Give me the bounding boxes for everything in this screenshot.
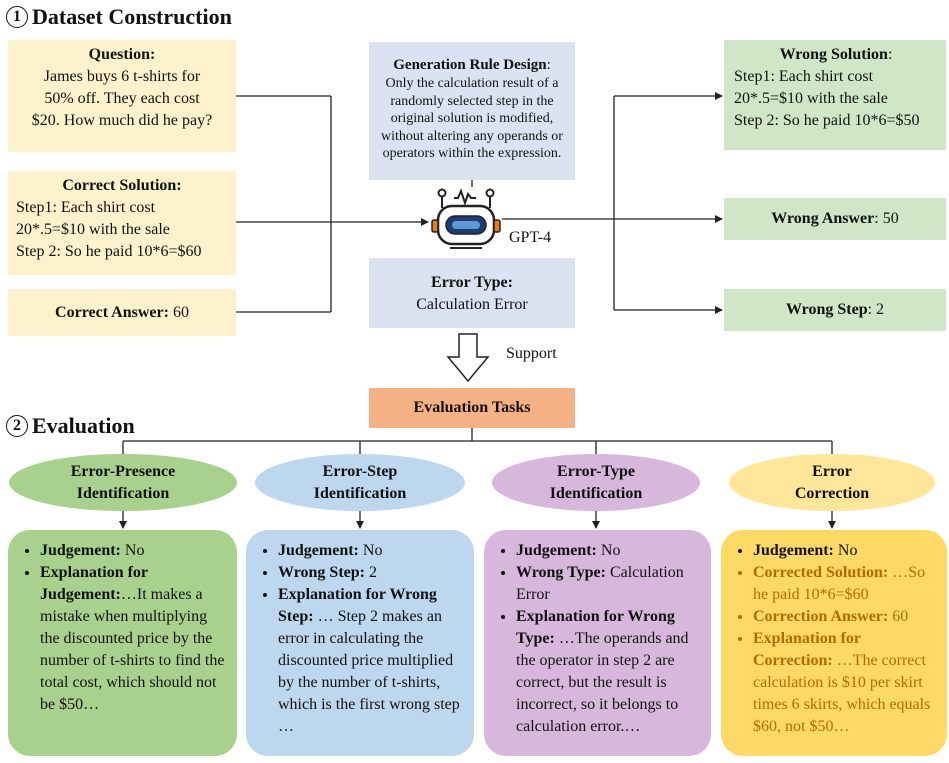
section-title-text: Evaluation [32,413,135,438]
question-line: James buys 6 t-shirts for [43,68,201,85]
task-title-line: Identification [313,484,407,502]
question-line: $20. How much did he pay? [31,112,213,129]
generation-rule-line: operators within the expression. [382,146,562,161]
card-item: Correction Answer: 60 [753,606,935,628]
wrong-answer-box: Wrong Answer: 50 [724,198,946,240]
section-number: 1 [6,6,28,28]
card-item: Explanation for Correction: …The correct… [753,628,935,738]
correct-answer-value: 60 [168,303,189,321]
correct-answer-label: Correct Answer: [55,303,169,321]
wrong-solution-line: Step1: Each shirt cost [734,68,874,85]
correct-solution-box: Correct Solution: Step1: Each shirt cost… [8,171,236,275]
generation-rule-line: without altering any operands or [381,128,563,144]
wrong-step-label: Wrong Step [785,301,868,318]
generation-rule-line: Only the calculation result of a [385,76,559,91]
section-title-construction: 1 Dataset Construction [6,4,232,30]
section-title-evaluation: 2 Evaluation [6,413,135,439]
correct-solution-line: Step 2: So he paid 10*6=$60 [16,243,202,260]
card-item: Explanation for Wrong Type: …The operand… [516,606,699,738]
wrong-step-value: : 2 [867,301,885,318]
generation-rule-colon: : [546,57,551,73]
generation-rule-label: Generation Rule Design [393,57,547,73]
question-box: Question: James buys 6 t-shirts for 50% … [8,40,236,152]
card-item: Explanation for Judgement:…It makes a mi… [40,562,225,716]
evaluation-tasks-label: Evaluation Tasks [413,399,531,416]
generation-rule-line: original solution is modified, [390,111,554,126]
card-item: Judgement: No [516,540,699,562]
question-label: Question: [88,46,156,63]
support-label: Support [506,345,557,362]
task-title-line: Identification [76,484,170,502]
task-title-line: Identification [549,484,643,502]
task-oval-error-correction: Error Correction [729,454,935,511]
wrong-solution-line: Step 2: So he paid 10*6=$50 [734,112,920,129]
card-item: Explanation for Wrong Step: … Step 2 mak… [278,584,462,738]
result-card-error-correction: Judgement: No Corrected Solution: …So he… [721,530,947,756]
correct-solution-line: 20*.5=$10 with the sale [16,221,170,238]
error-type-value: Calculation Error [416,296,528,313]
card-item: Wrong Type: Calculation Error [516,562,699,606]
card-item: Judgement: No [278,540,462,562]
wrong-solution-box: Wrong Solution: Step1: Each shirt cost 2… [724,40,946,150]
correct-answer-box: Correct Answer: 60 [8,289,236,336]
wrong-solution-label: Wrong Solution [779,46,888,63]
gpt-label: GPT-4 [509,229,552,246]
task-oval-error-type: Error-Type Identification [492,454,700,511]
section-title-text: Dataset Construction [32,4,232,29]
task-title-line: Error-Type [557,462,635,480]
result-card-error-presence: Judgement: No Explanation for Judgement:… [8,530,237,756]
task-oval-error-presence: Error-Presence Identification [9,454,237,511]
task-title-line: Error [812,462,852,480]
card-item: Wrong Step: 2 [278,562,462,584]
correct-solution-line: Step1: Each shirt cost [16,199,156,216]
generation-rule-box: Generation Rule Design: Only the calcula… [369,42,575,180]
result-card-error-step: Judgement: No Wrong Step: 2 Explanation … [246,530,474,756]
wrong-step-box: Wrong Step: 2 [724,289,946,331]
error-type-box: Error Type: Calculation Error [369,258,575,328]
result-card-error-type: Judgement: No Wrong Type: Calculation Er… [484,530,711,756]
generation-rule-line: randomly selected step in the [390,93,554,109]
task-title-line: Error-Presence [70,462,176,480]
wrong-answer-value: : 50 [874,210,899,227]
down-arrow-icon [446,333,490,383]
error-type-label: Error Type: [431,274,513,291]
task-title-line: Correction [794,484,870,502]
question-line: 50% off. They each cost [44,90,200,107]
task-title-line: Error-Step [322,462,398,480]
evaluation-tasks-box: Evaluation Tasks [369,388,575,428]
card-item: Corrected Solution: …So he paid 10*6=$60 [753,562,935,606]
card-item: Judgement: No [40,540,225,562]
wrong-solution-colon: : [887,46,893,63]
correct-solution-label: Correct Solution: [62,177,182,194]
wrong-solution-line: 20*.5=$10 with the sale [734,90,888,107]
card-item: Judgement: No [753,540,935,562]
section-number: 2 [6,415,28,437]
wrong-answer-label: Wrong Answer [771,210,875,227]
task-oval-error-step: Error-Step Identification [255,454,465,511]
robot-icon [431,188,501,249]
